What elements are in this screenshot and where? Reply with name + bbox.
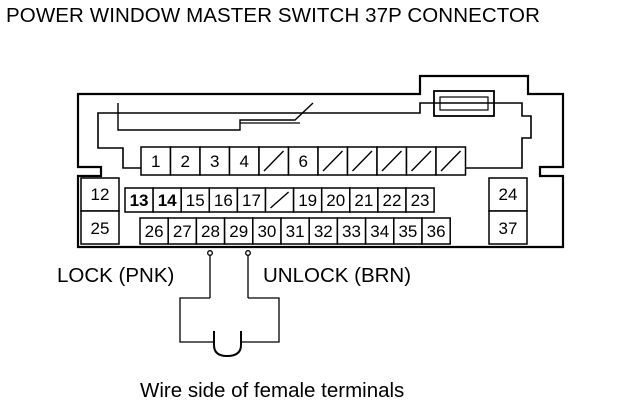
terminal-label: 30 bbox=[257, 222, 276, 241]
vacant-terminal-slash bbox=[263, 150, 285, 172]
terminal-14 bbox=[152, 187, 182, 213]
terminal-31 bbox=[280, 217, 310, 245]
terminal-label: 34 bbox=[370, 222, 389, 241]
terminal-label: 6 bbox=[299, 152, 308, 171]
terminal-3 bbox=[199, 146, 231, 176]
vacant-terminal-slash bbox=[410, 150, 432, 172]
vacant-terminal-slash bbox=[440, 150, 462, 172]
terminal-label: 32 bbox=[314, 222, 333, 241]
terminal-20 bbox=[320, 187, 351, 213]
terminal-label: 12 bbox=[91, 185, 110, 204]
terminal-label: 3 bbox=[210, 152, 219, 171]
terminal-label: 2 bbox=[181, 152, 190, 171]
connector-slot bbox=[117, 102, 314, 131]
terminal-label: 16 bbox=[214, 191, 233, 210]
terminal-label: 17 bbox=[242, 191, 261, 210]
terminal-26 bbox=[139, 217, 169, 245]
terminal-label: 13 bbox=[130, 191, 149, 210]
terminal-label: 24 bbox=[499, 185, 518, 204]
terminal-label: 15 bbox=[186, 191, 205, 210]
diagram-caption: Wire side of female terminals bbox=[140, 379, 405, 402]
wire-harness bbox=[179, 250, 280, 358]
lock-wire-label: LOCK (PNK) bbox=[57, 264, 175, 287]
vacant-terminal-slash bbox=[270, 191, 290, 209]
vacant-terminal-slash bbox=[351, 150, 373, 172]
connector-inner-cavity bbox=[97, 102, 532, 169]
terminal-6 bbox=[287, 146, 319, 176]
terminal-label: 28 bbox=[201, 222, 220, 241]
terminal-36 bbox=[421, 217, 451, 245]
terminal-23 bbox=[405, 187, 435, 213]
terminal-21 bbox=[349, 187, 379, 213]
terminal-label: 31 bbox=[286, 222, 305, 241]
terminal-label: 25 bbox=[91, 219, 110, 238]
terminal-label: 22 bbox=[382, 191, 401, 210]
terminal-label: 36 bbox=[427, 222, 446, 241]
unlock-wire-label: UNLOCK (BRN) bbox=[263, 264, 412, 287]
terminal-35 bbox=[393, 217, 423, 245]
terminal-label: 37 bbox=[499, 219, 518, 238]
terminal-label: 29 bbox=[229, 222, 248, 241]
terminal-label: 27 bbox=[173, 222, 192, 241]
terminal-label: 23 bbox=[411, 191, 430, 210]
lock-tab bbox=[433, 90, 495, 117]
terminal-label: 20 bbox=[326, 191, 345, 210]
vacant-terminal-slash bbox=[381, 150, 403, 172]
terminal-label: 21 bbox=[354, 191, 373, 210]
terminal-label: 33 bbox=[342, 222, 361, 241]
terminal-label: 26 bbox=[145, 222, 164, 241]
connector-housing bbox=[76, 74, 565, 249]
terminal-1 bbox=[140, 146, 172, 176]
terminal-label: 14 bbox=[158, 191, 177, 210]
diagram-title: POWER WINDOW MASTER SWITCH 37P CONNECTOR bbox=[6, 4, 540, 27]
vacant-terminal-slash bbox=[322, 150, 344, 172]
terminal-label: 19 bbox=[298, 191, 317, 210]
lock-tab-inner bbox=[439, 96, 489, 111]
terminal-label: 1 bbox=[151, 152, 160, 171]
terminal-label: 35 bbox=[398, 222, 417, 241]
terminal-label: 4 bbox=[240, 152, 249, 171]
terminal-22 bbox=[377, 187, 407, 213]
